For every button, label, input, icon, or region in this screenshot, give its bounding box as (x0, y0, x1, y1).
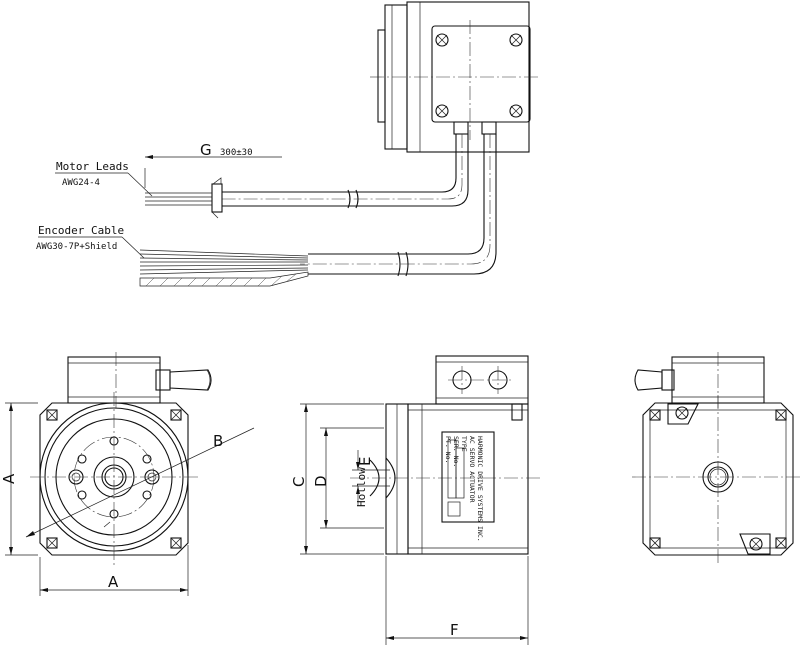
encoder-shield (139, 271, 309, 287)
nameplate-type: TYPE (460, 436, 468, 452)
encoder-cable-outer-1 (308, 134, 485, 255)
front-corner-hole-icon (46, 409, 182, 549)
dim-b-letter: B (213, 432, 223, 450)
side-body (407, 403, 529, 555)
dim-f-letter: F (450, 621, 459, 639)
rear-corner-hole-icon (649, 409, 787, 549)
dim-g-letter: G (200, 141, 212, 159)
gland-encoder (481, 121, 497, 135)
dim-e-letter: E (356, 457, 374, 466)
rear-cable-stub (634, 369, 663, 391)
front-gland (155, 369, 171, 391)
nameplate-pt: PT. No. (444, 436, 452, 463)
dim-d-letter: D (312, 475, 330, 487)
top-rear-cover (431, 25, 531, 123)
hollow-label: Hollow (355, 467, 368, 507)
nameplate-company: HARMONIC DRIVE SYSTEMS INC. (476, 436, 484, 542)
front-flange (39, 402, 189, 556)
encoder-cable-label: Encoder Cable (38, 224, 124, 237)
motor-leads-gauge: AWG24-4 (62, 178, 100, 188)
nameplate-product: AC SERVO ACTUATOR (468, 436, 476, 503)
motor-lead-wires (145, 192, 212, 206)
dim-g-value: 300±30 (220, 148, 253, 158)
dim-a-side-letter: A (0, 473, 18, 484)
cable-tie (211, 183, 223, 213)
motor-leads-label: Motor Leads (56, 160, 129, 173)
nameplate-serial: SER. No. (452, 436, 460, 467)
rear-screw-icon (667, 403, 771, 555)
encoder-cable-gauge: AWG30-7P+Shield (36, 242, 117, 252)
top-flange-boss (377, 29, 386, 123)
gland-motor (453, 121, 469, 135)
dim-c-letter: C (290, 477, 308, 487)
front-view (5, 352, 255, 596)
dim-b-line (25, 427, 255, 538)
rear-body (642, 402, 794, 556)
motor-cable-outer-2 (222, 134, 469, 207)
encoder-wires (139, 249, 309, 275)
dim-a-bottom-letter: A (108, 573, 119, 591)
side-view: HARMONIC DRIVE SYSTEMS INC. AC SERVO ACT… (300, 355, 540, 645)
encoder-cable-outer-2 (308, 134, 497, 275)
top-view (38, 1, 540, 287)
rear-view (632, 352, 800, 565)
nameplate: HARMONIC DRIVE SYSTEMS INC. AC SERVO ACT… (441, 431, 495, 542)
top-screw-icon (435, 33, 523, 118)
motor-cable-outer-1 (222, 134, 457, 193)
